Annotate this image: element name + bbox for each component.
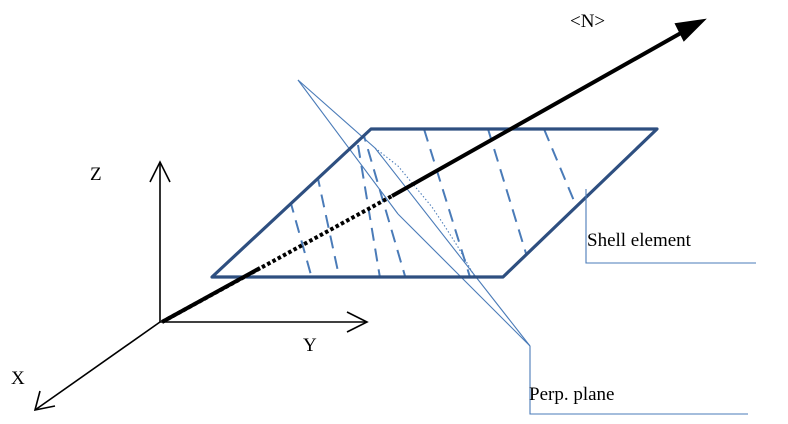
normal-vector-label: <N> xyxy=(570,11,605,32)
hatch-line xyxy=(316,173,343,277)
normal-vector-arrowhead xyxy=(674,18,707,42)
normal-vector-upper-segment xyxy=(391,27,689,198)
normal-vector-lower-segment xyxy=(161,266,261,324)
hatch-line xyxy=(357,144,383,277)
perp-plane-edge-right xyxy=(374,147,531,347)
x-axis-label: X xyxy=(11,368,25,389)
perp-plane-edge-upper-left xyxy=(297,79,399,215)
shell-element-label: Shell element xyxy=(587,230,692,251)
normal-vector xyxy=(161,18,707,324)
x-axis xyxy=(34,321,161,411)
shell-element xyxy=(210,127,659,279)
y-axis-arrowhead xyxy=(346,311,369,333)
perp-plane-leader xyxy=(529,346,748,415)
z-axis-arrowhead xyxy=(149,160,171,183)
perp-plane-edge-lower-left xyxy=(397,213,531,347)
perp-plane-label: Perp. plane xyxy=(529,384,614,405)
hatch-line xyxy=(423,129,475,277)
x-axis-arrowhead xyxy=(33,390,56,412)
coordinate-axes xyxy=(33,160,369,412)
shell-element-leader xyxy=(585,189,756,264)
y-axis-label: Y xyxy=(303,335,317,356)
shell-outline xyxy=(210,127,659,279)
perpendicular-plane xyxy=(297,79,531,347)
leader-lines xyxy=(529,189,756,415)
z-axis-label: Z xyxy=(90,164,102,185)
shell-hatch-lines xyxy=(289,129,583,277)
hatch-line xyxy=(289,199,319,277)
hatch-line xyxy=(361,129,413,277)
hatch-line xyxy=(543,129,583,221)
hatch-line xyxy=(487,129,529,261)
